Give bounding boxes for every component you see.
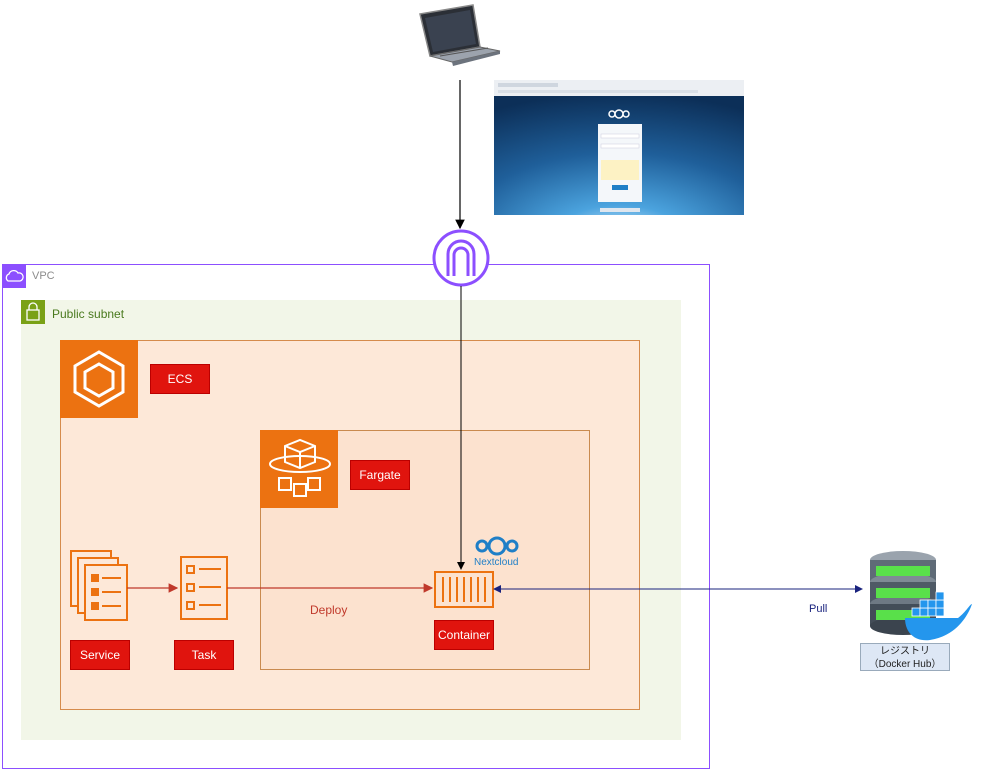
laptop-icon bbox=[419, 4, 501, 66]
container-label: Container bbox=[434, 620, 494, 650]
nextcloud-wordmark: Nextcloud bbox=[474, 557, 519, 568]
registry-label-line1: レジストリ bbox=[880, 646, 930, 657]
fargate-label: Fargate bbox=[350, 460, 410, 490]
vpc-cloud-icon bbox=[2, 264, 26, 288]
vpc-boundary bbox=[2, 264, 710, 769]
service-icon bbox=[70, 550, 128, 621]
internet-gateway-icon bbox=[432, 229, 490, 287]
service-label: Service bbox=[70, 640, 130, 670]
lock-icon bbox=[21, 300, 45, 324]
pull-label: Pull bbox=[809, 603, 828, 615]
ecs-glyph bbox=[73, 350, 125, 408]
task-icon bbox=[180, 556, 228, 620]
registry-label: レジストリ （Docker Hub） bbox=[860, 643, 950, 671]
nextcloud-login-screenshot bbox=[494, 80, 744, 215]
public-subnet-label: Public subnet bbox=[52, 307, 125, 321]
docker-whale-icon bbox=[905, 591, 972, 641]
registry-label-line2: （Docker Hub） bbox=[868, 659, 942, 670]
fargate-glyph bbox=[269, 438, 331, 497]
container-icon bbox=[434, 571, 494, 608]
ecs-label: ECS bbox=[150, 364, 210, 394]
deploy-label: Deploy bbox=[310, 603, 348, 617]
nextcloud-logo-icon bbox=[475, 536, 519, 556]
vpc-label: VPC bbox=[32, 270, 55, 282]
task-label: Task bbox=[174, 640, 234, 670]
